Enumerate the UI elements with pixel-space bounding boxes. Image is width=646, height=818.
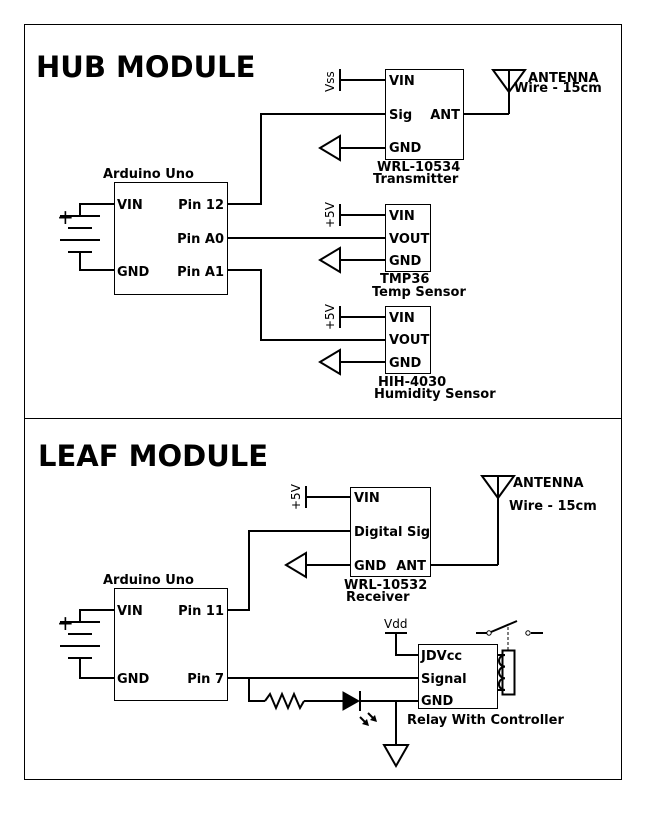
temp-desc: Temp Sensor xyxy=(372,285,466,300)
humidity-gnd: GND xyxy=(389,356,422,371)
leaf-module-panel xyxy=(24,418,622,780)
hub-temp-sensor: VIN VOUT GND TMP36 Temp Sensor +5V xyxy=(318,201,466,300)
relay-ground-symbol xyxy=(382,744,410,769)
transmitter-part: WRL-10534 xyxy=(377,160,460,175)
humidity-part: HIH-4030 xyxy=(378,375,446,390)
transmitter-vin: VIN xyxy=(389,74,415,89)
relay-gnd: GND xyxy=(421,694,454,709)
hub-humidity-sensor: VIN VOUT GND HIH-4030 Humidity Sensor +5… xyxy=(318,303,496,402)
relay-signal: Signal xyxy=(421,672,467,687)
leaf-arduino-vin: VIN xyxy=(117,604,143,619)
temp-vout: VOUT xyxy=(389,232,429,247)
hub-arduino-vin: VIN xyxy=(117,198,143,213)
receiver-sig: Digital Sig xyxy=(354,525,430,540)
receiver-ground-symbol xyxy=(284,551,307,579)
humidity-supply: +5V xyxy=(323,303,337,330)
hub-antenna: ANTENNA Wire - 15cm xyxy=(463,69,602,115)
wire-pin11-to-digital-sig xyxy=(227,530,350,611)
receiver-ant: ANT xyxy=(396,559,426,574)
receiver-vin: VIN xyxy=(354,491,380,506)
leaf-antenna-label: ANTENNA xyxy=(513,476,584,491)
temp-ground-symbol xyxy=(318,246,341,274)
receiver-part: WRL-10532 xyxy=(344,578,427,593)
humidity-desc: Humidity Sensor xyxy=(374,387,496,402)
leaf-arduino-pin11: Pin 11 xyxy=(178,604,224,619)
relay-coil xyxy=(497,649,516,696)
leaf-antenna: ANTENNA Wire - 15cm xyxy=(430,475,597,566)
wire-pina1-to-humidity xyxy=(227,269,385,341)
hub-antenna-symbol xyxy=(491,69,527,94)
humidity-ground-symbol xyxy=(318,348,341,376)
relay-switch xyxy=(476,620,543,650)
transmitter-vss: Vss xyxy=(323,71,337,92)
transmitter-ant: ANT xyxy=(430,108,460,123)
leaf-receiver: VIN Digital Sig GND ANT WRL-10532 Receiv… xyxy=(284,483,431,605)
hub-antenna-wire: Wire - 15cm xyxy=(514,81,602,96)
receiver-supply: +5V xyxy=(289,483,303,510)
leaf-module-title: LEAF MODULE xyxy=(38,439,268,473)
hub-module-title: HUB MODULE xyxy=(36,50,255,84)
temp-part: TMP36 xyxy=(380,272,429,287)
hub-arduino-gnd: GND xyxy=(117,265,150,280)
leaf-battery-plus: + xyxy=(57,611,74,635)
transmitter-gnd: GND xyxy=(389,141,422,156)
wire-pin12-to-sig xyxy=(227,113,385,205)
hub-battery-plus: + xyxy=(57,205,74,229)
humidity-vin: VIN xyxy=(389,311,415,326)
transmitter-desc: Transmitter xyxy=(373,172,459,187)
leaf-arduino: Arduino Uno VIN GND Pin 11 Pin 7 xyxy=(103,573,228,701)
status-led xyxy=(342,691,418,726)
hub-arduino-pina0: Pin A0 xyxy=(177,232,224,247)
leaf-arduino-gnd: GND xyxy=(117,672,150,687)
temp-gnd: GND xyxy=(389,254,422,269)
leaf-antenna-symbol xyxy=(480,475,516,500)
hub-arduino-name: Arduino Uno xyxy=(103,167,194,182)
hub-antenna-label: ANTENNA xyxy=(528,71,599,86)
wire-pin7-to-resistor xyxy=(248,678,265,702)
receiver-desc: Receiver xyxy=(346,590,410,605)
relay-desc: Relay With Controller xyxy=(407,713,564,728)
transmitter-ground-symbol xyxy=(318,134,341,162)
humidity-vout: VOUT xyxy=(389,333,429,348)
relay-jdvcc: JDVcc xyxy=(420,649,462,664)
receiver-gnd: GND xyxy=(354,559,387,574)
leaf-relay: JDVcc Signal GND Relay With Controller V… xyxy=(384,617,564,728)
leaf-arduino-name: Arduino Uno xyxy=(103,573,194,588)
hub-arduino-pina1: Pin A1 xyxy=(177,265,224,280)
leaf-battery: + xyxy=(57,609,114,679)
hub-arduino-pin12: Pin 12 xyxy=(178,198,224,213)
leaf-arduino-pin7: Pin 7 xyxy=(187,672,224,687)
relay-vdd: Vdd xyxy=(384,617,407,631)
temp-vin: VIN xyxy=(389,209,415,224)
leaf-antenna-wire: Wire - 15cm xyxy=(509,499,597,514)
hub-battery: + xyxy=(57,203,114,271)
hub-arduino: Arduino Uno VIN GND Pin 12 Pin A0 Pin A1 xyxy=(103,167,228,295)
led-resistor xyxy=(264,691,305,711)
temp-supply: +5V xyxy=(323,201,337,228)
hub-transmitter: VIN Sig ANT GND WRL-10534 Transmitter Vs… xyxy=(318,69,464,187)
transmitter-sig: Sig xyxy=(389,108,412,123)
